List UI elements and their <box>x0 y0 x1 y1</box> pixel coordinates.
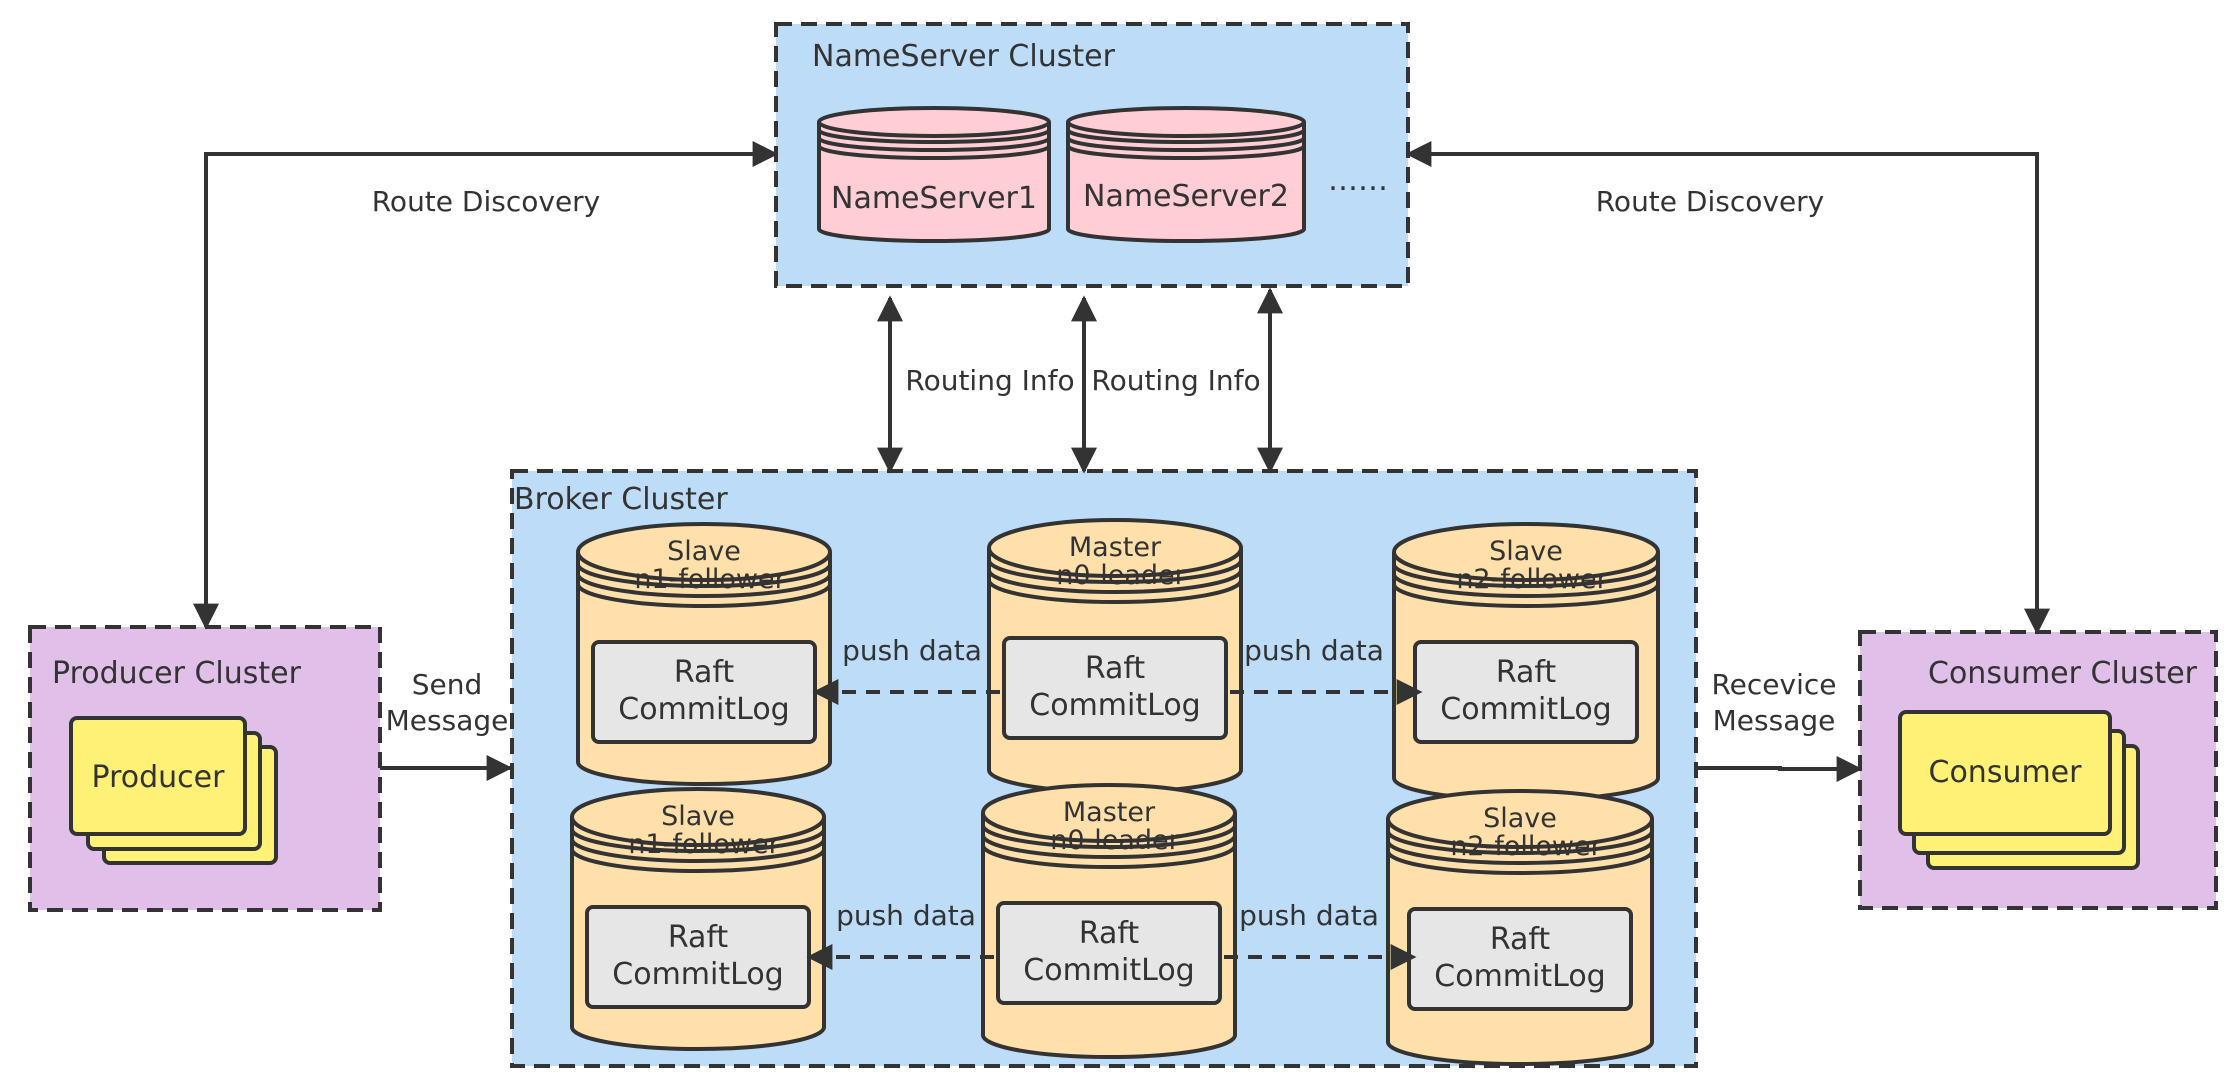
broker-node-role: Slave <box>661 801 735 832</box>
commitlog-label: CommitLog <box>1440 692 1611 727</box>
broker-node-name: n2-follower <box>1456 564 1608 595</box>
raft-commitlog-box <box>996 901 1222 1005</box>
broker-node-role: Slave <box>1489 536 1563 567</box>
raft-label: Raft <box>1496 655 1557 690</box>
raft-label: Raft <box>674 655 735 690</box>
broker-node-rings <box>981 824 1237 869</box>
consumer-card-stack: Consumer <box>1898 710 2140 870</box>
route-discovery-left-label: Route Discovery <box>372 185 601 218</box>
nameserver-2: NameServer2 <box>1066 106 1306 243</box>
raft-commitlog-box <box>1002 636 1228 740</box>
receive-message-arrow <box>1696 756 1863 782</box>
broker-node-role: Master <box>1063 797 1156 828</box>
broker-node-role: Master <box>1069 532 1162 563</box>
commitlog-label: CommitLog <box>618 692 789 727</box>
commitlog-label: CommitLog <box>1029 688 1200 723</box>
routing-info-label-1: Routing Info <box>905 364 1074 397</box>
producer-card-front <box>69 716 247 836</box>
broker-node-top <box>987 518 1243 578</box>
consumer-cluster-title: Consumer Cluster <box>1928 656 2198 691</box>
receive-label-line2: Message <box>1713 704 1836 737</box>
raft-label: Raft <box>1490 922 1551 957</box>
push-data-label-top-left: push data <box>842 634 982 667</box>
broker-node-rings <box>570 828 826 873</box>
send-label-line1: Send <box>412 668 483 701</box>
raft-label: Raft <box>1079 916 1140 951</box>
broker-node-name: n1-follower <box>628 829 780 860</box>
nameserver-2-label: NameServer2 <box>1083 179 1289 214</box>
raft-label: Raft <box>668 920 729 955</box>
broker-node-name: n0-leader <box>1056 560 1186 591</box>
route-discovery-right-label: Route Discovery <box>1596 185 1825 218</box>
push-data-label-top-right: push data <box>1244 634 1384 667</box>
broker-node-top <box>1386 789 1654 849</box>
nameserver-1-label: NameServer1 <box>831 181 1037 216</box>
broker-node-rings <box>1386 830 1654 875</box>
broker-node-rings <box>987 559 1243 604</box>
broker-node-role: Slave <box>667 536 741 567</box>
producer-cluster-title: Producer Cluster <box>52 656 302 691</box>
producer-card-stack: Producer <box>69 716 278 865</box>
broker-node-name: n2-follower <box>1450 831 1602 862</box>
commitlog-label: CommitLog <box>612 957 783 992</box>
broker-node-top <box>570 787 826 847</box>
route-discovery-left-connector <box>193 141 779 630</box>
broker-node-role: Slave <box>1483 803 1557 834</box>
nameserver-more-ellipsis: …… <box>1328 163 1388 198</box>
producer-card-label: Producer <box>92 760 226 795</box>
consumer-card-front <box>1898 710 2112 836</box>
receive-label-line1: Recevice <box>1711 668 1836 701</box>
route-discovery-right-connector <box>1405 141 2050 635</box>
broker-cluster-title: Broker Cluster <box>514 482 728 517</box>
push-data-label-bottom-right: push data <box>1239 899 1379 932</box>
commitlog-label: CommitLog <box>1023 953 1194 988</box>
nameserver-1: NameServer1 <box>817 106 1051 243</box>
nameserver-cluster-title: NameServer Cluster <box>812 39 1116 74</box>
raft-label: Raft <box>1085 651 1146 686</box>
send-label-line2: Message <box>386 704 509 737</box>
broker-node-top <box>981 783 1237 843</box>
commitlog-label: CommitLog <box>1434 959 1605 994</box>
broker-nodes: Slaven1-followerRaftCommitLogMastern0-le… <box>570 518 1660 1066</box>
broker-node-name: n1-follower <box>634 564 786 595</box>
broker-node-name: n0-leader <box>1050 825 1180 856</box>
routing-info-label-2: Routing Info <box>1091 364 1260 397</box>
push-data-label-bottom-left: push data <box>836 899 976 932</box>
consumer-card-label: Consumer <box>1929 755 2083 790</box>
